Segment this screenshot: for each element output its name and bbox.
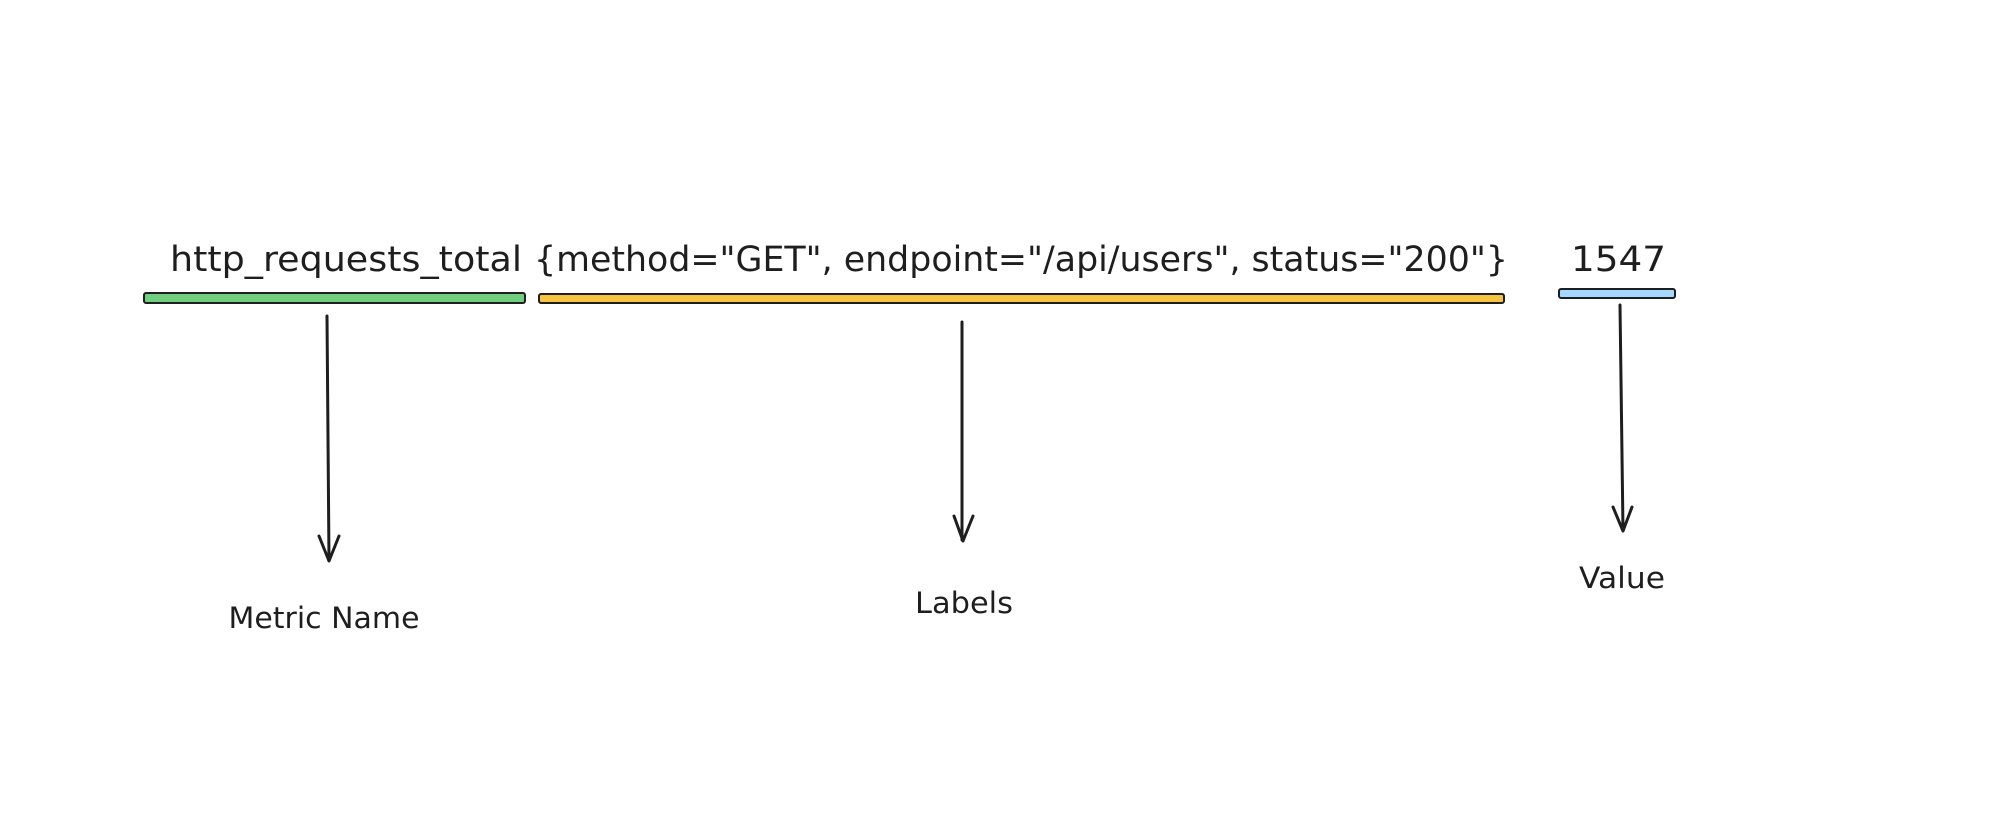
value-text: 1547 [1571, 240, 1666, 280]
underline-bars [143, 288, 1676, 304]
metric-name-underline [143, 292, 526, 304]
metric-name-arrow [317, 314, 341, 563]
labels-underline [538, 293, 1505, 304]
expression-line: http_requests_total {method="GET", endpo… [170, 240, 1666, 280]
arrow-down-icon [317, 314, 341, 563]
labels-arrow [952, 320, 975, 543]
arrow-down-icon [1611, 303, 1634, 533]
labels-caption: Labels [915, 586, 1013, 620]
value-arrow [1611, 303, 1634, 533]
value-caption: Value [1579, 561, 1665, 595]
captions: Metric Name Labels Value [229, 561, 1666, 635]
labels-text: {method="GET", endpoint="/api/users", st… [534, 240, 1508, 280]
arrow-down-icon [952, 320, 975, 543]
value-underline [1558, 288, 1676, 299]
metric-name-caption: Metric Name [229, 601, 420, 635]
metric-name-text: http_requests_total [170, 240, 522, 280]
